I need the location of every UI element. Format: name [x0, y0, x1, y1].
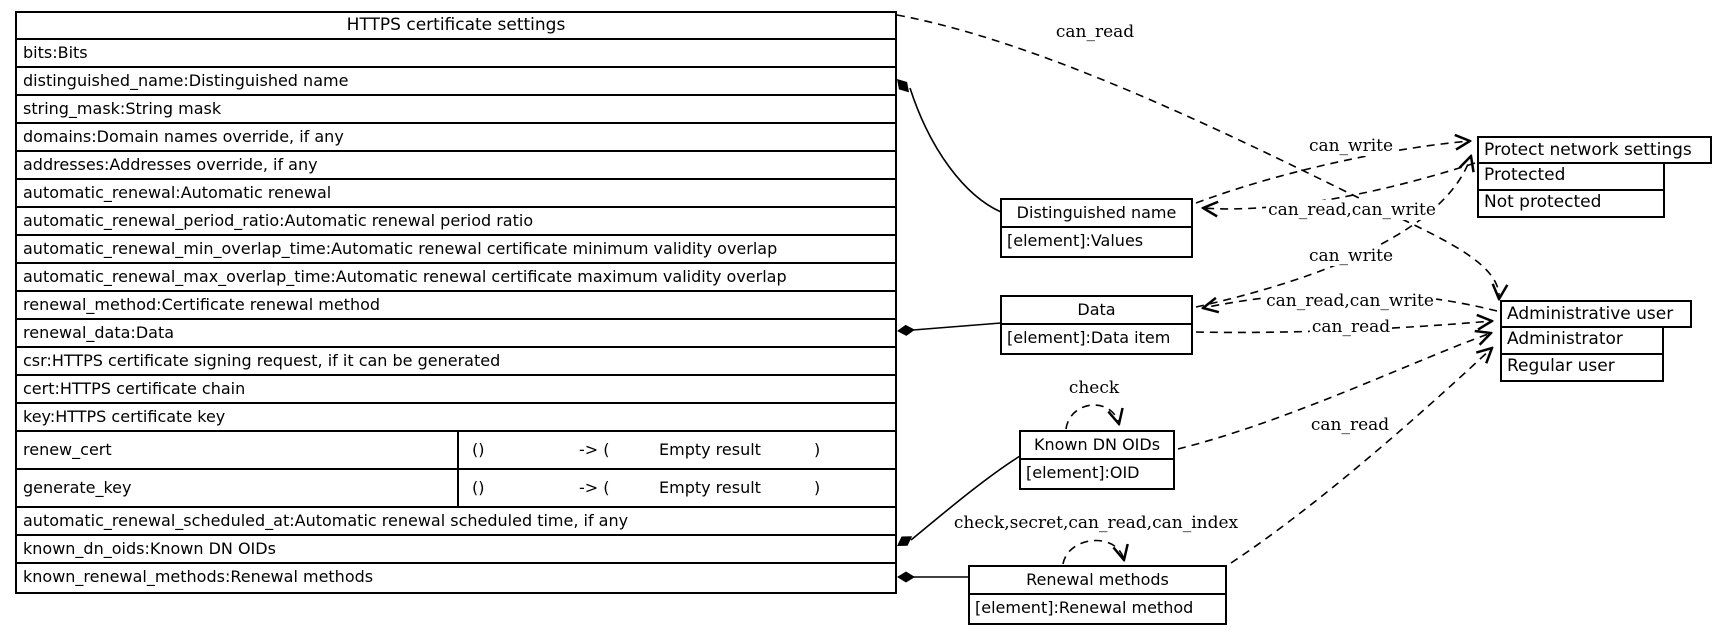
table-row-automatic-renewal-period-ratio: automatic_renewal_period_ratio:Automatic… [17, 208, 895, 236]
composition-diamond-icon [897, 324, 915, 336]
edge-label-can-read: can_read [1053, 22, 1137, 42]
role-value-administrator: Administrator [1500, 328, 1664, 355]
function-name: generate_key [23, 478, 132, 497]
table-title: HTTPS certificate settings [17, 13, 895, 40]
table-row-automatic-renewal-max-overlap-time: automatic_renewal_max_overlap_time:Autom… [17, 264, 895, 292]
edge-label-can-read: can_read [1309, 317, 1393, 337]
edge-label-check: check [1066, 378, 1122, 398]
function-close: ) [814, 440, 821, 459]
function-signature: () -> ( Empty result ) [457, 470, 895, 506]
record-title: Data [1002, 297, 1191, 325]
function-arrow: -> ( [579, 440, 610, 459]
composition-edge-renewal-data [912, 322, 1002, 331]
table-row-renewal-method: renewal_method:Certificate renewal metho… [17, 292, 895, 320]
edge-settings-to-admin [896, 14, 1499, 299]
table-row-renewal-data: renewal_data:Data [17, 320, 895, 348]
record-element-row: [element]:OID [1026, 463, 1140, 482]
composition-diamond-icon [897, 571, 915, 583]
table-row-csr: csr:HTTPS certificate signing request, i… [17, 348, 895, 376]
composition-edge-known-dn-oids [910, 455, 1021, 541]
role-administrative-user: Administrative user Administrator Regula… [1500, 300, 1692, 382]
edge-label-can-read-can-write: can_read,can_write [1266, 200, 1438, 220]
edge-data-to-protect [1195, 156, 1471, 308]
composition-edge-distinguished-name [909, 87, 1002, 213]
table-row-known-renewal-methods: known_renewal_methods:Renewal methods [23, 567, 374, 586]
table-row-distinguished-name: distinguished_name:Distinguished name [17, 68, 895, 96]
record-title: Known DN OIDs [1021, 432, 1173, 460]
table-row-automatic-renewal-scheduled-at: automatic_renewal_scheduled_at:Automatic… [17, 508, 895, 536]
edge-methods-self-loop [1062, 539, 1124, 565]
composition-diamond-icon [897, 536, 913, 546]
https-certificate-settings-table: HTTPS certificate settings bits:Bits dis… [15, 11, 897, 594]
table-row-automatic-renewal: automatic_renewal:Automatic renewal [17, 180, 895, 208]
table-row-automatic-renewal-min-overlap-time: automatic_renewal_min_overlap_time:Autom… [17, 236, 895, 264]
role-title: Administrative user [1500, 300, 1692, 328]
edge-label-can-write: can_write [1306, 136, 1396, 156]
composition-diamonds [897, 79, 915, 583]
edge-oids-to-admin [1177, 333, 1491, 450]
edge-dn-to-protect [1195, 141, 1470, 204]
table-row-domains: domains:Domain names override, if any [17, 124, 895, 152]
role-protect-network-settings: Protect network settings Protected Not p… [1477, 136, 1712, 218]
table-row-renew-cert: renew_cert () -> ( Empty result ) [17, 432, 895, 470]
function-arrow: -> ( [579, 478, 610, 497]
edge-data-to-admin [1195, 321, 1492, 334]
function-args: () [472, 440, 485, 459]
table-row-bits: bits:Bits [17, 40, 895, 68]
table-row-generate-key: generate_key () -> ( Empty result ) [17, 470, 895, 508]
edge-label-can-read: can_read [1308, 415, 1392, 435]
table-row-addresses: addresses:Addresses override, if any [17, 152, 895, 180]
record-data: Data [element]:Data item [1000, 295, 1193, 355]
edge-label-can-write: can_write [1306, 246, 1396, 266]
role-value-not-protected: Not protected [1477, 191, 1665, 218]
composition-diamond-icon [897, 79, 910, 93]
function-result: Empty result [659, 478, 761, 497]
record-element-row: [element]:Renewal method [975, 598, 1194, 617]
record-known-dn-oids: Known DN OIDs [element]:OID [1019, 430, 1175, 490]
composition-edges [909, 87, 1021, 578]
role-value-protected: Protected [1477, 164, 1665, 191]
table-row-known-dn-oids: known_dn_oids:Known DN OIDs [17, 536, 895, 564]
record-element-row: [element]:Values [1007, 231, 1144, 250]
function-signature: () -> ( Empty result ) [457, 432, 895, 468]
record-distinguished-name: Distinguished name [element]:Values [1000, 198, 1193, 258]
table-row-key: key:HTTPS certificate key [17, 404, 895, 432]
record-title: Distinguished name [1002, 200, 1191, 228]
edge-oids-self-loop [1065, 404, 1119, 430]
function-name: renew_cert [23, 440, 112, 459]
edge-label-can-read-can-write: can_read,can_write [1264, 291, 1436, 311]
function-args: () [472, 478, 485, 497]
edge-label-check-secret-can-read-can-index: check,secret,can_read,can_index [951, 513, 1241, 533]
record-title: Renewal methods [970, 567, 1225, 595]
role-value-regular-user: Regular user [1500, 355, 1664, 382]
role-title: Protect network settings [1477, 136, 1712, 164]
record-renewal-methods: Renewal methods [element]:Renewal method [968, 565, 1227, 625]
edge-methods-to-admin [1230, 348, 1492, 564]
function-close: ) [814, 478, 821, 497]
function-result: Empty result [659, 440, 761, 459]
record-element-row: [element]:Data item [1007, 328, 1171, 347]
table-row-string-mask: string_mask:String mask [17, 96, 895, 124]
table-row-cert: cert:HTTPS certificate chain [17, 376, 895, 404]
permission-edges [896, 14, 1499, 565]
